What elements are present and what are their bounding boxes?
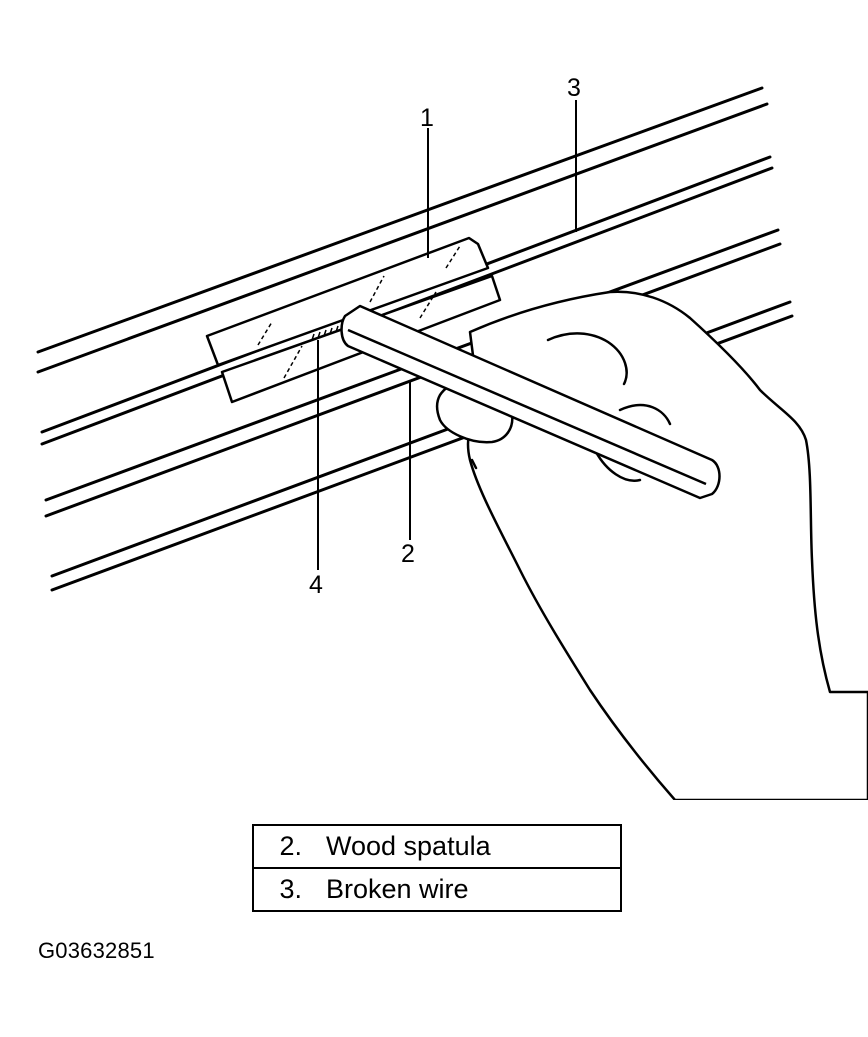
callout-4: 4: [309, 571, 323, 599]
callout-1: 1: [420, 104, 434, 132]
legend-table: 2. Wood spatula 3. Broken wire: [252, 824, 622, 912]
diagram-illustration: 1 3 2 4: [36, 74, 868, 800]
wood-spatula: [340, 304, 721, 500]
legend-text: Broken wire: [326, 874, 469, 904]
legend-row: 3. Broken wire: [252, 867, 622, 912]
glass-reflection-marks: [257, 245, 461, 379]
callout-2: 2: [401, 540, 415, 568]
leader-lines: [317, 100, 577, 570]
legend-cell: 2. Wood spatula: [252, 824, 622, 869]
legend-number: 3.: [279, 874, 302, 904]
legend-text: Wood spatula: [326, 831, 491, 861]
figure-code: G03632851: [38, 938, 155, 963]
legend-number: 2.: [279, 831, 302, 861]
legend-cell: 3. Broken wire: [252, 867, 622, 912]
callout-3: 3: [567, 74, 581, 102]
legend-row: 2. Wood spatula: [252, 824, 622, 869]
